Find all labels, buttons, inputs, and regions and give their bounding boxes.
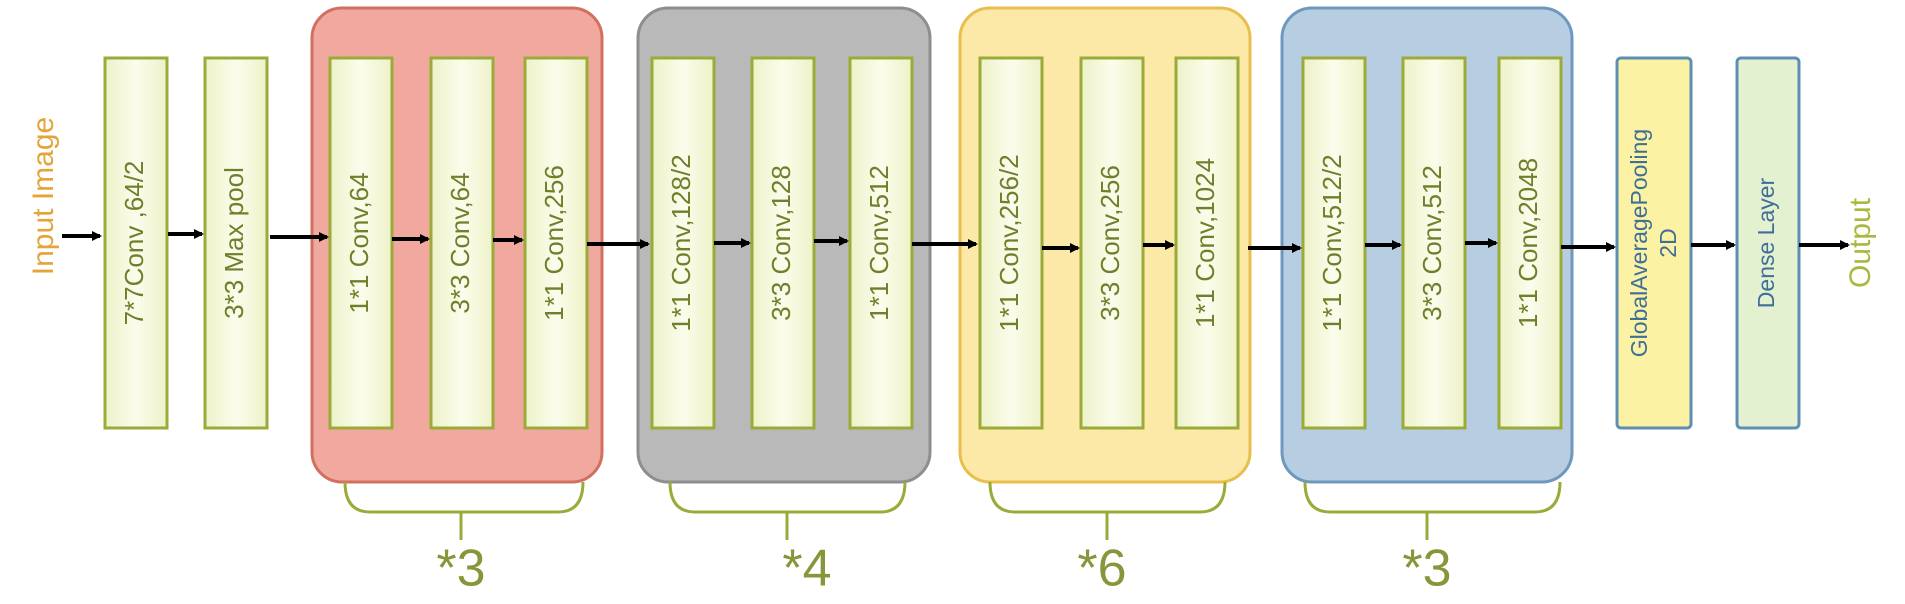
stage-1: 1*1 Conv,64 3*3 Conv,64 1*1 Conv,256 *3: [310, 6, 604, 598]
stage-3: 1*1 Conv,256/2 3*3 Conv,256 1*1 Conv,102…: [958, 6, 1252, 598]
gap-label-line2: 2D: [1655, 228, 1681, 257]
stage-4-bracket: [1303, 481, 1562, 540]
global-average-pooling-layer: GlobalAveragePooling 2D: [1615, 56, 1693, 430]
stage-2: 1*1 Conv,128/2 3*3 Conv,128 1*1 Conv,512…: [636, 6, 932, 598]
stage-2-repeat: *4: [782, 540, 831, 598]
stage-3-layer-3: 1*1 Conv,1024: [1190, 158, 1220, 328]
stage-3-layer-2: 3*3 Conv,256: [1095, 165, 1125, 321]
stage-4: 1*1 Conv,512/2 3*3 Conv,512 1*1 Conv,204…: [1280, 6, 1574, 598]
gap-label-line1: GlobalAveragePooling: [1626, 129, 1652, 357]
input-label: Input Image: [27, 117, 60, 275]
stage-2-layer-1: 1*1 Conv,128/2: [666, 154, 696, 331]
stage-2-layer-2: 3*3 Conv,128: [766, 165, 796, 321]
stage-4-layer-2: 3*3 Conv,512: [1417, 165, 1447, 321]
stage-4-layer-3: 1*1 Conv,2048: [1513, 158, 1543, 328]
stage-1-layer-3: 1*1 Conv,256: [539, 165, 569, 321]
stage-1-repeat: *3: [436, 540, 485, 598]
stage-4-repeat: *3: [1402, 540, 1451, 598]
stage-4-layer-1: 1*1 Conv,512/2: [1317, 154, 1347, 331]
stage-3-repeat: *6: [1077, 540, 1126, 598]
stage-1-bracket: [343, 481, 585, 540]
stem-conv-layer: 7*7Conv ,64/2: [103, 56, 169, 430]
flow-arrows: [62, 229, 1850, 253]
stage-3-bracket: [988, 481, 1227, 540]
stage-1-layer-2: 3*3 Conv,64: [445, 172, 475, 313]
stem-pool-layer: 3*3 Max pool: [203, 56, 269, 430]
dense-label: Dense Layer: [1753, 177, 1779, 308]
dense-layer: Dense Layer: [1735, 56, 1801, 430]
stage-2-layer-3: 1*1 Conv,512: [864, 165, 894, 321]
stage-1-layer-1: 1*1 Conv,64: [344, 172, 374, 313]
stem-pool-label: 3*3 Max pool: [219, 167, 249, 319]
stage-2-bracket: [668, 481, 907, 540]
stage-3-layer-1: 1*1 Conv,256/2: [994, 154, 1024, 331]
output-label: Output: [1844, 197, 1877, 288]
stem-conv-label: 7*7Conv ,64/2: [119, 161, 149, 326]
